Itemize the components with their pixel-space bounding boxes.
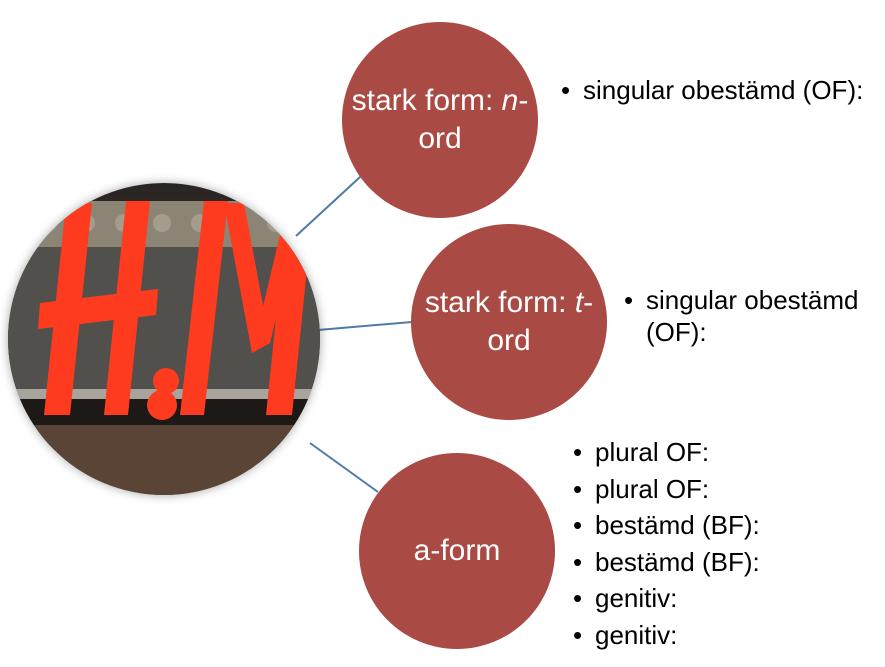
list-item: • plural OF:	[569, 473, 869, 505]
bullet-icon: •	[573, 546, 583, 577]
list-item: • singular obestämd (OF):	[557, 74, 877, 106]
node-1-italic: n	[501, 84, 519, 117]
bullet-icon: •	[573, 619, 583, 650]
bullet-icon: •	[573, 583, 583, 613]
connector-line-1	[295, 165, 373, 237]
list-item-text: plural OF:	[595, 437, 710, 467]
list-item: • bestämd (BF):	[569, 509, 869, 541]
list-item: • singular obestämd (OF):	[620, 284, 885, 348]
list-item-text: bestämd (BF):	[595, 510, 760, 540]
hm-sign-image	[8, 183, 320, 495]
node-a-form: a-form	[359, 453, 555, 649]
node-2-suffix: -ord	[487, 286, 594, 357]
bullet-icon: •	[624, 285, 634, 315]
bullet-icon: •	[573, 473, 583, 504]
list-item: • genitiv:	[569, 582, 869, 614]
list-item-text: bestämd (BF):	[595, 546, 760, 577]
list-item-text: singular obestämd (OF):	[583, 75, 864, 105]
bullet-icon: •	[573, 510, 583, 540]
node-stark-form-t-ord: stark form: t-ord	[411, 224, 607, 420]
bullet-list-n-ord: • singular obestämd (OF):	[557, 74, 877, 106]
bullet-list-a-form: • plural OF: • plural OF: • bestämd (BF): •…	[569, 436, 869, 655]
node-3-label: a-form	[413, 534, 501, 567]
list-item-text: plural OF:	[595, 473, 710, 504]
node-1-text: stark form:	[351, 84, 502, 117]
node-stark-form-n-ord: stark form: n-ord	[342, 22, 538, 218]
node-2-label: stark form: t-ord	[411, 284, 607, 360]
list-item-text: singular obestämd (OF):	[646, 285, 859, 347]
connector-line-3	[309, 442, 379, 493]
list-item-text: genitiv:	[595, 619, 678, 650]
bullet-icon: •	[561, 75, 571, 105]
list-item-text: genitiv:	[595, 583, 678, 613]
list-item: • bestämd (BF):	[569, 546, 869, 578]
bullet-list-t-ord: • singular obestämd (OF):	[620, 284, 885, 348]
bullet-icon: •	[573, 437, 583, 467]
list-item: • genitiv:	[569, 619, 869, 651]
node-1-label: stark form: n-ord	[342, 82, 538, 158]
node-1-suffix: -ord	[418, 84, 529, 155]
list-item: • plural OF:	[569, 436, 869, 468]
connector-line-2	[317, 321, 413, 331]
node-2-text: stark form:	[424, 286, 575, 319]
hm-logo-photo	[8, 183, 320, 495]
node-2-italic: t	[574, 286, 584, 319]
